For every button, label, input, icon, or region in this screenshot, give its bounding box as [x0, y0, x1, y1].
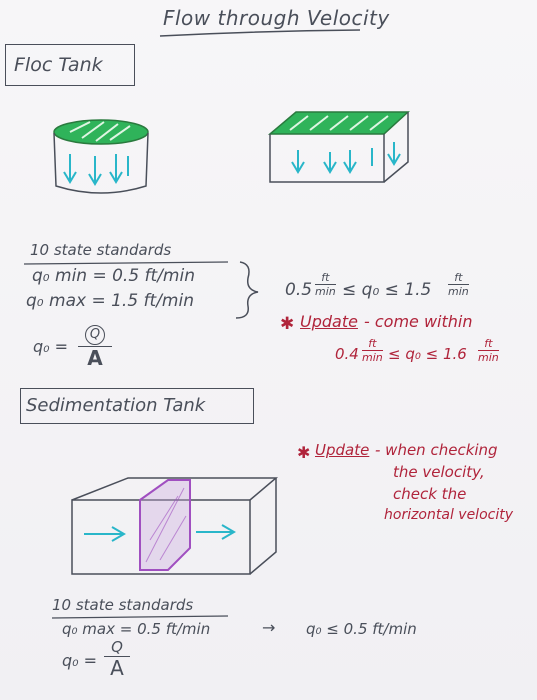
floc-update-unit: ft min: [362, 338, 383, 363]
unit-denominator: min: [362, 351, 383, 365]
sed-max-line: q₀ max = 0.5 ft/min: [62, 620, 211, 638]
floc-update-unit-2: ft min: [478, 338, 499, 363]
sed-update-word: Update: [315, 441, 370, 459]
unit-denominator: min: [315, 285, 336, 299]
sed-heading-box: [20, 388, 254, 424]
sed-implies-arrow: →: [262, 618, 276, 637]
sed-formula-lhs: q₀ =: [62, 651, 98, 670]
unit-denominator: min: [478, 351, 499, 365]
page-title: Flow through Velocity: [163, 6, 390, 30]
unit-numerator: ft: [368, 337, 377, 350]
sed-update-line4: horizontal velocity: [384, 507, 513, 523]
floc-formula-lhs: q₀ =: [33, 337, 69, 356]
sed-heading: Sedimentation Tank: [26, 395, 206, 416]
unit-numerator: ft: [484, 337, 493, 350]
floc-range-left: 0.5: [285, 280, 313, 300]
sed-update-line1: - when checking: [375, 441, 498, 459]
sed-update-line2: the velocity,: [393, 463, 485, 481]
sed-formula-fraction: Q A: [104, 640, 130, 678]
formula-numerator: Q: [85, 325, 105, 345]
floc-max-line: q₀ max = 1.5 ft/min: [26, 291, 194, 311]
floc-range-mid: ≤ q₀ ≤ 1.5: [342, 280, 432, 300]
floc-range-unit: ft min: [315, 272, 336, 297]
formula-denominator: A: [87, 346, 103, 371]
floc-heading: Floc Tank: [14, 54, 103, 76]
floc-update-rest: - come within: [364, 312, 473, 331]
floc-update-word: Update: [300, 312, 358, 331]
floc-range-unit-2: ft min: [448, 272, 469, 297]
unit-denominator: min: [448, 285, 469, 299]
floc-update-range-mid: ≤ q₀ ≤ 1.6: [388, 345, 467, 363]
round-tank-icon: [53, 119, 149, 194]
unit-numerator: ft: [454, 271, 463, 284]
sed-result: q₀ ≤ 0.5 ft/min: [306, 620, 417, 638]
formula-numerator: Q: [111, 638, 123, 656]
rect-tank-icon: [267, 111, 410, 183]
unit-numerator: ft: [321, 271, 330, 284]
sed-standards-title: 10 state standards: [52, 596, 194, 614]
floc-standards-title: 10 state standards: [30, 241, 172, 259]
floc-formula-fraction: Q A: [78, 325, 112, 368]
sed-tank-icon: [71, 477, 279, 575]
sed-update-line3: check the: [393, 485, 467, 503]
floc-heading-box: [5, 44, 135, 86]
sed-update-star: ✱: [297, 443, 311, 462]
floc-update-range-left: 0.4: [335, 345, 359, 363]
formula-denominator: A: [110, 656, 124, 681]
floc-update-star: ✱: [280, 314, 295, 334]
floc-min-line: q₀ min = 0.5 ft/min: [32, 266, 195, 286]
